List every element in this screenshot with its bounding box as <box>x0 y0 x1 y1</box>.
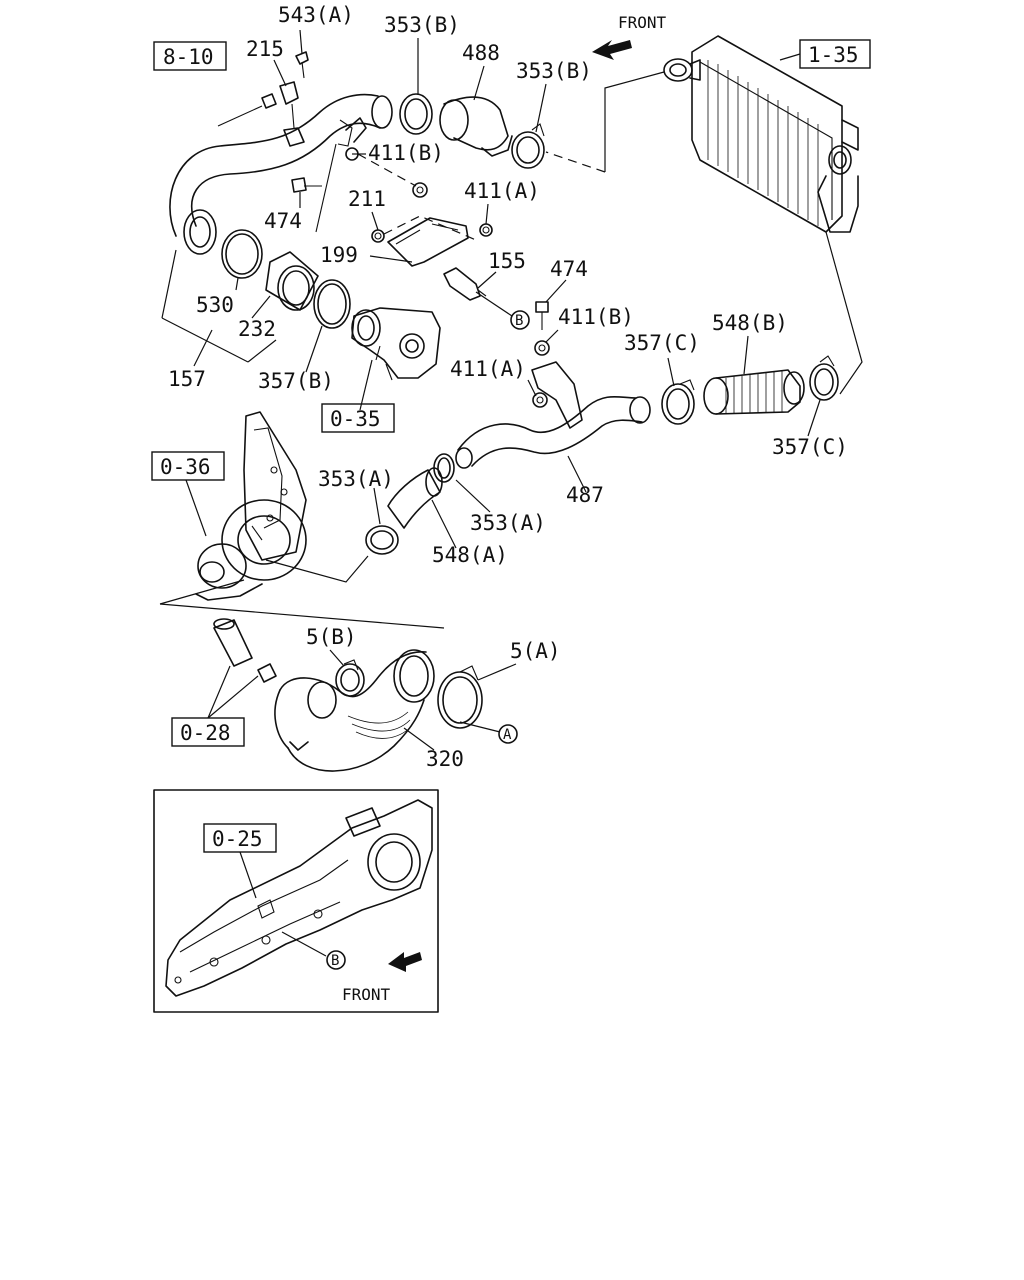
label-320: 320 <box>426 747 464 771</box>
nut-411b-mid <box>534 340 550 356</box>
label-474-right: 474 <box>550 257 588 281</box>
label-353b-right: 353(B) <box>516 59 592 83</box>
label-155: 155 <box>488 249 526 273</box>
label-411a-top: 411(A) <box>464 179 540 203</box>
label-5b: 5(B) <box>306 625 357 649</box>
label-487: 487 <box>566 483 604 507</box>
hose-232 <box>265 251 319 311</box>
throttle-body <box>351 307 441 381</box>
clamp-357c-right <box>809 355 839 401</box>
clamp-353b-left <box>399 93 433 135</box>
svg-text:1-35: 1-35 <box>808 43 859 67</box>
bolt-543a <box>295 51 309 79</box>
label-353b-top: 353(B) <box>384 13 460 37</box>
label-215: 215 <box>246 37 284 61</box>
bracket-487 <box>531 361 583 429</box>
svg-text:FRONT: FRONT <box>342 985 391 1004</box>
label-353a-left: 353(A) <box>318 467 394 491</box>
label-530: 530 <box>196 293 234 317</box>
label-411b-top: 411(B) <box>368 141 444 165</box>
hose-548b <box>703 369 805 415</box>
nut-411a-top <box>479 223 493 237</box>
bolt-474-left <box>291 177 322 193</box>
nut-211 <box>371 229 385 243</box>
label-411a-mid: 411(A) <box>450 357 526 381</box>
manifold-inset <box>153 789 439 1013</box>
label-353a-right: 353(A) <box>470 511 546 535</box>
label-357c-bottom: 357(C) <box>772 435 848 459</box>
marker-b-inset[interactable]: B <box>326 950 346 970</box>
svg-text:8-10: 8-10 <box>163 45 214 69</box>
intercooler <box>663 35 859 233</box>
svg-text:B: B <box>331 953 339 969</box>
ref-box-1-35[interactable]: 1-35 <box>799 39 871 69</box>
clamp-5b <box>335 659 365 697</box>
wire-harness <box>217 93 277 127</box>
clamp-353a-left <box>365 525 399 555</box>
pipe-bracket-215 <box>279 81 305 147</box>
ref-box-0-36[interactable]: 0-36 <box>151 451 225 481</box>
label-157: 157 <box>168 367 206 391</box>
label-211: 211 <box>348 187 386 211</box>
svg-text:0-25: 0-25 <box>212 827 263 851</box>
bolt-474-right <box>535 301 549 330</box>
nut-411b-top <box>345 147 428 198</box>
hose-548a <box>387 467 443 529</box>
svg-text:0-35: 0-35 <box>330 407 381 431</box>
svg-text:0-28: 0-28 <box>180 721 231 745</box>
front-arrow-top: FRONT <box>592 13 667 60</box>
ref-box-8-10[interactable]: 8-10 <box>153 41 227 71</box>
label-543a: 543(A) <box>278 3 354 27</box>
label-357c-top: 357(C) <box>624 331 700 355</box>
clamp-357c-left <box>661 379 695 425</box>
marker-a[interactable]: A <box>498 724 518 744</box>
label-548a: 548(A) <box>432 543 508 567</box>
sleeve-0-28 <box>213 618 277 683</box>
leader-lines <box>161 29 821 957</box>
label-548b: 548(B) <box>712 311 788 335</box>
ref-box-0-25[interactable]: 0-25 <box>203 823 277 853</box>
bracket-199 <box>387 217 469 267</box>
label-199: 199 <box>320 243 358 267</box>
clamp-353a-right <box>433 453 455 483</box>
nut-411a-mid <box>532 392 548 408</box>
air-hose-320 <box>274 649 435 772</box>
svg-text:FRONT: FRONT <box>618 13 667 32</box>
label-488: 488 <box>462 41 500 65</box>
part-labels: 543(A) 215 353(B) 488 353(B) 411(B) 211 … <box>168 3 848 771</box>
elbow-hose-488 <box>439 96 513 157</box>
upper-hose-157 <box>169 93 393 255</box>
label-232: 232 <box>238 317 276 341</box>
ref-box-0-28[interactable]: 0-28 <box>171 717 245 747</box>
label-5a: 5(A) <box>510 639 561 663</box>
label-411b-mid: 411(B) <box>558 305 634 329</box>
pipe-487 <box>455 395 651 469</box>
sensor-155 <box>443 267 487 301</box>
clamp-353b-right <box>511 123 545 169</box>
marker-b-top[interactable]: B <box>510 310 530 330</box>
svg-text:0-36: 0-36 <box>160 455 211 479</box>
clamp-357b <box>313 279 351 329</box>
bracket-upper <box>315 117 367 233</box>
clamp-530 <box>221 229 263 279</box>
turbocharger <box>195 411 307 601</box>
label-474-left: 474 <box>264 209 302 233</box>
front-arrow-inset: FRONT <box>342 952 422 1004</box>
svg-text:A: A <box>503 727 512 743</box>
ref-box-0-35[interactable]: 0-35 <box>321 403 395 433</box>
svg-text:B: B <box>515 313 523 329</box>
label-357b: 357(B) <box>258 369 334 393</box>
clamp-5a <box>437 665 483 729</box>
